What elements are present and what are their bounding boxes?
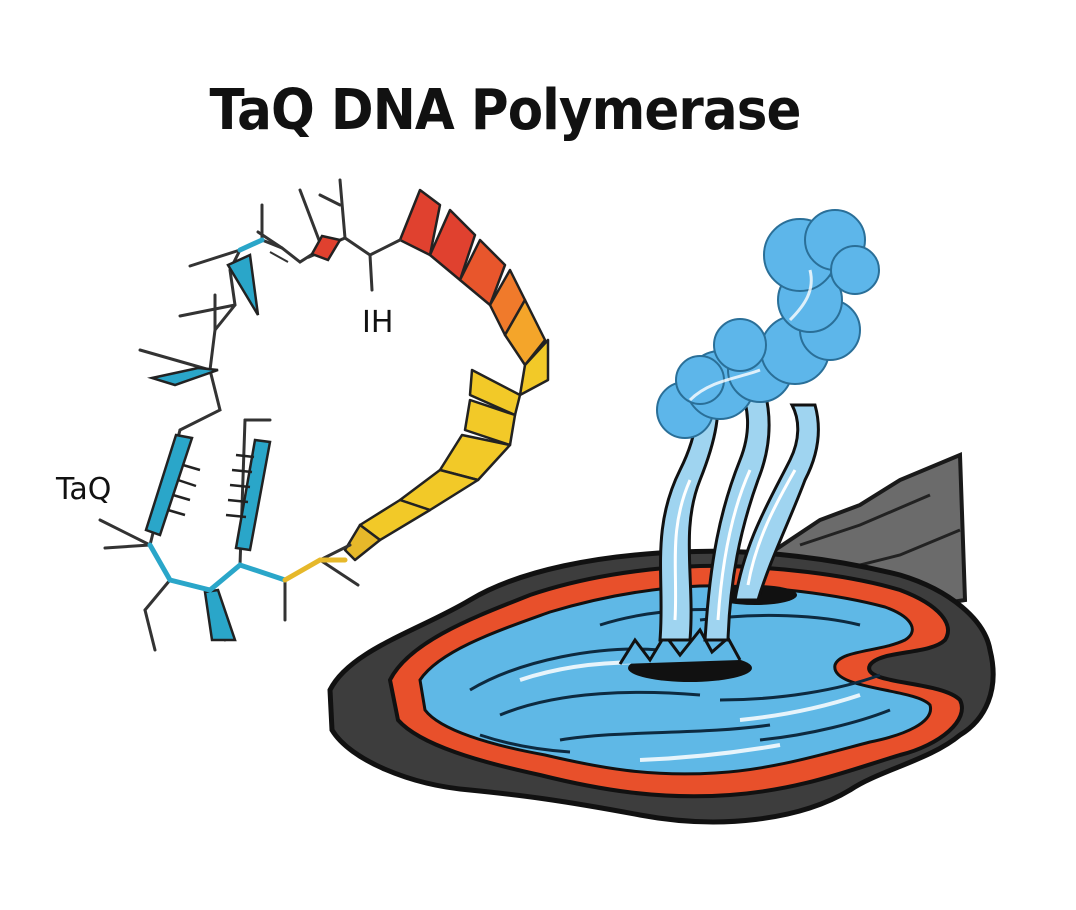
hot-spring-illustration [327,209,996,825]
label-taq: TaQ [56,472,112,507]
backbone-bonds [98,178,402,652]
protein-structure [98,178,550,652]
alpha-helix [343,188,550,562]
label-ih: IH [362,305,394,340]
diagram-title: TaQ DNA Polymerase [209,78,802,143]
beta-strands [144,234,342,642]
steam-cloud [656,209,880,439]
